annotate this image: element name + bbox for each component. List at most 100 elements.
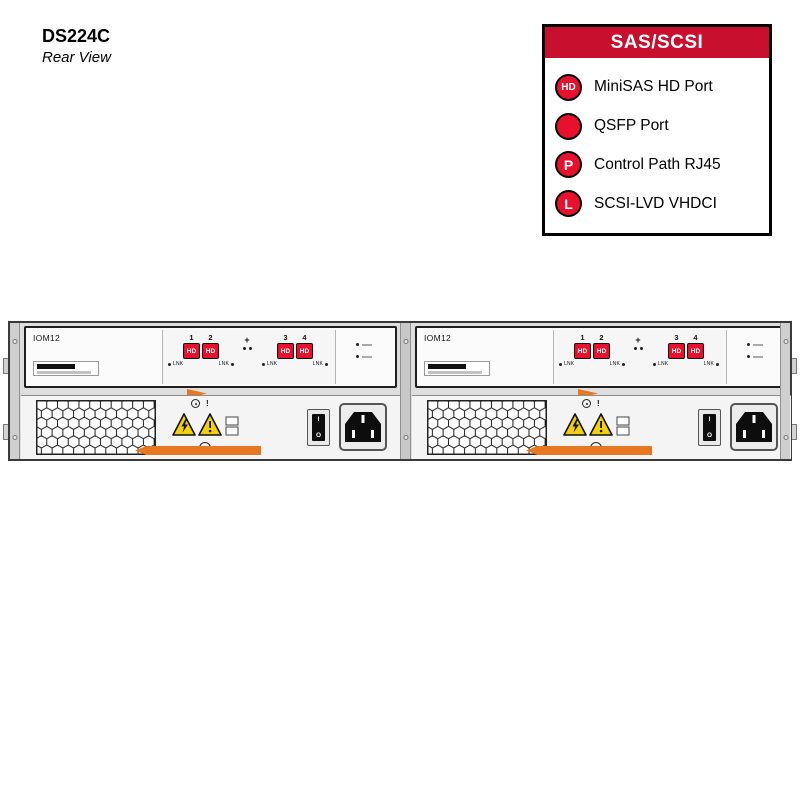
- lnk-label: LNK: [312, 361, 323, 367]
- serial-text-line: [428, 371, 482, 374]
- port-group-3-4: 3 4 HD HD LNK LNK: [260, 333, 330, 367]
- lnk-label: LNK: [609, 361, 620, 367]
- page-subtitle: Rear View: [42, 49, 111, 66]
- link-led: [262, 362, 265, 366]
- barcode-icon: [37, 364, 75, 369]
- legend: SAS/SCSI HD MiniSAS HD Port QSFP Port P …: [542, 24, 772, 236]
- legend-item-qsfp: QSFP Port: [555, 112, 759, 140]
- module-fault-leds: [356, 343, 372, 358]
- page-title: DS224C: [42, 26, 111, 46]
- ac-power-inlet: [730, 403, 778, 451]
- lnk-label: LNK: [703, 361, 714, 367]
- c14-connector-icon: [736, 412, 772, 442]
- scsi-lvd-vhdci-icon: L: [555, 190, 582, 218]
- psu-release-handle: [135, 446, 261, 455]
- module-status-icons: +: [629, 336, 647, 350]
- led-label-line: [362, 355, 372, 358]
- legend-item-control-path: P Control Path RJ45: [555, 151, 759, 179]
- iom-module-label: IOM12: [424, 333, 452, 343]
- status-led: [747, 343, 750, 346]
- legend-item-minisas: HD MiniSAS HD Port: [555, 73, 759, 101]
- qsfp-port-icon: [555, 112, 582, 140]
- warning-labels: [172, 413, 239, 436]
- lnk-label: LNK: [267, 361, 278, 367]
- led-label-line: [362, 343, 372, 346]
- minisas-hd-port: HD: [277, 343, 294, 359]
- psu-status-leds: !: [582, 399, 600, 408]
- lnk-label: LNK: [218, 361, 229, 367]
- port-number: 2: [599, 333, 604, 342]
- screw-icon: [403, 339, 408, 344]
- psu-right: ! I O: [412, 395, 791, 459]
- psu-status-leds: !: [191, 399, 209, 408]
- bay-right: IOM12 1 2 HD HD LNK LNK: [412, 323, 791, 459]
- iom12-module-right: IOM12 1 2 HD HD LNK LNK: [415, 326, 788, 388]
- lnk-label: LNK: [173, 361, 184, 367]
- fan-grille: [427, 400, 547, 455]
- port-number: 1: [189, 333, 194, 342]
- port-number: 4: [302, 333, 307, 342]
- status-led: [747, 355, 750, 358]
- screw-icon: [783, 339, 788, 344]
- legend-label: MiniSAS HD Port: [594, 78, 713, 96]
- serial-number-label: [424, 361, 490, 376]
- warning-labels: [563, 413, 630, 436]
- chassis-edge-right: [780, 323, 790, 459]
- lnk-label: LNK: [658, 361, 669, 367]
- link-led: [168, 362, 171, 366]
- minisas-hd-port: HD: [593, 343, 610, 359]
- minisas-hd-port: HD: [687, 343, 704, 359]
- chassis-edge-left: [10, 323, 20, 459]
- port-group-3-4: 3 4 HD HD LNK LNK: [651, 333, 721, 367]
- psu-label-panel: !: [167, 398, 277, 456]
- screw-icon: [12, 435, 17, 440]
- screw-icon: [403, 435, 408, 440]
- minisas-hd-port: HD: [574, 343, 591, 359]
- status-led: [242, 347, 246, 350]
- port-number: 2: [208, 333, 213, 342]
- status-led: [633, 347, 637, 350]
- minisas-hd-port-icon: HD: [555, 73, 582, 101]
- port-number: 3: [283, 333, 288, 342]
- attention-icon: +: [244, 335, 250, 345]
- screw-icon: [12, 339, 17, 344]
- attention-icon: +: [635, 335, 641, 345]
- port-group-1-2: 1 2 HD HD LNK LNK: [557, 333, 627, 367]
- screw-icon: [783, 435, 788, 440]
- ds224c-chassis-rear: IOM12 1 2 HD HD LNK LNK: [8, 321, 792, 461]
- psu-label-panel: !: [558, 398, 668, 456]
- title-block: DS224C Rear View: [42, 26, 111, 66]
- power-led-icon: [582, 399, 591, 408]
- iom12-module-left: IOM12 1 2 HD HD LNK LNK: [24, 326, 397, 388]
- psu-left: ! I O: [21, 395, 400, 459]
- switch-on-mark: I: [708, 416, 711, 423]
- port-number: 1: [580, 333, 585, 342]
- legend-label: QSFP Port: [594, 117, 669, 135]
- status-led: [639, 347, 643, 350]
- led-label-line: [753, 355, 763, 358]
- fault-led-icon: !: [206, 399, 209, 408]
- led-label-line: [753, 343, 763, 346]
- minisas-hd-port: HD: [202, 343, 219, 359]
- power-switch: I O: [307, 409, 330, 446]
- c14-connector-icon: [345, 412, 381, 442]
- port-number: 4: [693, 333, 698, 342]
- switch-off-mark: O: [315, 432, 322, 439]
- iom-latch-handle: [578, 389, 598, 398]
- fault-led-icon: !: [597, 399, 600, 408]
- minisas-hd-port: HD: [183, 343, 200, 359]
- legend-label: Control Path RJ45: [594, 155, 721, 173]
- power-switch: I O: [698, 409, 721, 446]
- bay-left: IOM12 1 2 HD HD LNK LNK: [21, 323, 400, 459]
- link-led: [559, 362, 562, 366]
- barcode-icon: [428, 364, 466, 369]
- fan-grille: [36, 400, 156, 455]
- module-fault-leds: [747, 343, 763, 358]
- serial-number-label: [33, 361, 99, 376]
- iom-latch-handle: [187, 389, 207, 398]
- switch-on-mark: I: [317, 416, 320, 423]
- minisas-hd-port: HD: [668, 343, 685, 359]
- control-path-rj45-icon: P: [555, 151, 582, 179]
- chassis-center-divider: [400, 323, 411, 459]
